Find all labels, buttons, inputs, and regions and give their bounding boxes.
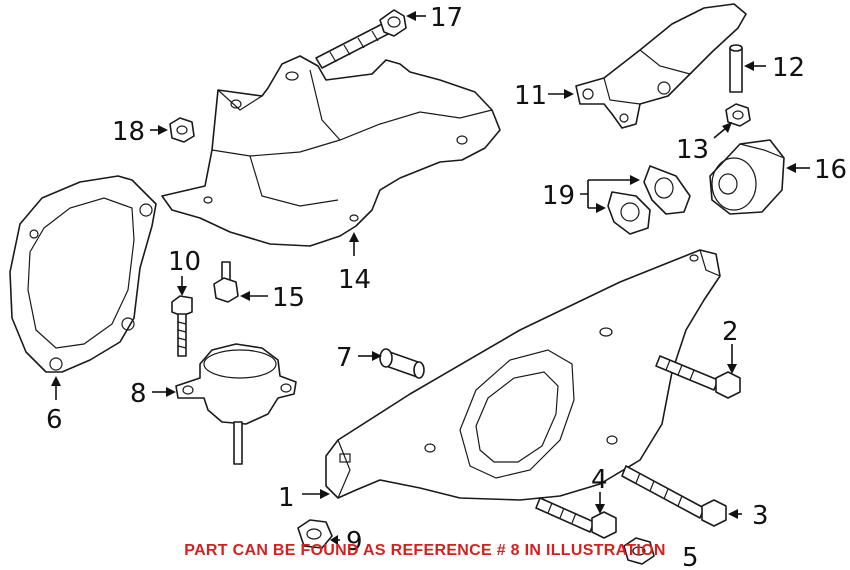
callout-1: 1 <box>278 483 295 513</box>
part-17-bolt <box>315 9 407 69</box>
callout-7: 7 <box>336 343 353 373</box>
part-11-bracket <box>575 3 747 129</box>
callout-labels: 1 2 3 4 5 6 7 8 9 10 11 12 13 14 15 16 1… <box>46 3 847 570</box>
callout-11: 11 <box>514 81 547 111</box>
callout-2: 2 <box>722 317 739 347</box>
callout-18: 18 <box>112 117 145 147</box>
reference-caption: PART CAN BE FOUND AS REFERENCE # 8 IN IL… <box>184 542 666 559</box>
callout-13: 13 <box>676 135 709 165</box>
part-5-nut <box>623 537 655 565</box>
part-1-crossmember <box>325 249 721 501</box>
part-6-bell-plate <box>9 175 157 373</box>
callout-16: 16 <box>814 155 847 185</box>
callout-14: 14 <box>338 265 371 295</box>
part-2-bolt <box>655 355 741 399</box>
part-16-bushing <box>709 139 785 215</box>
part-15-stud <box>213 261 239 303</box>
callout-5: 5 <box>682 543 699 570</box>
callout-9: 9 <box>346 527 363 557</box>
callout-10: 10 <box>168 247 201 277</box>
callout-8: 8 <box>130 379 147 409</box>
part-3-bolt <box>621 465 727 527</box>
part-18-nut <box>169 117 195 143</box>
part-4-bolt <box>535 497 617 539</box>
part-13-nut <box>725 103 751 127</box>
part-12-pin <box>729 44 743 93</box>
callout-3: 3 <box>752 501 769 531</box>
part-14-heat-shield <box>161 55 501 247</box>
callout-17: 17 <box>430 3 463 33</box>
callout-19: 19 <box>542 181 575 211</box>
part-10-bolt <box>171 295 193 357</box>
callout-15: 15 <box>272 283 305 313</box>
callout-4: 4 <box>591 465 608 495</box>
callout-12: 12 <box>772 53 805 83</box>
callout-6: 6 <box>46 405 63 435</box>
part-9-nut <box>297 519 333 549</box>
part-7-pin <box>379 348 425 379</box>
part-8-engine-mount <box>175 343 297 465</box>
part-19-washers <box>607 165 691 235</box>
leader-lines <box>51 11 810 545</box>
